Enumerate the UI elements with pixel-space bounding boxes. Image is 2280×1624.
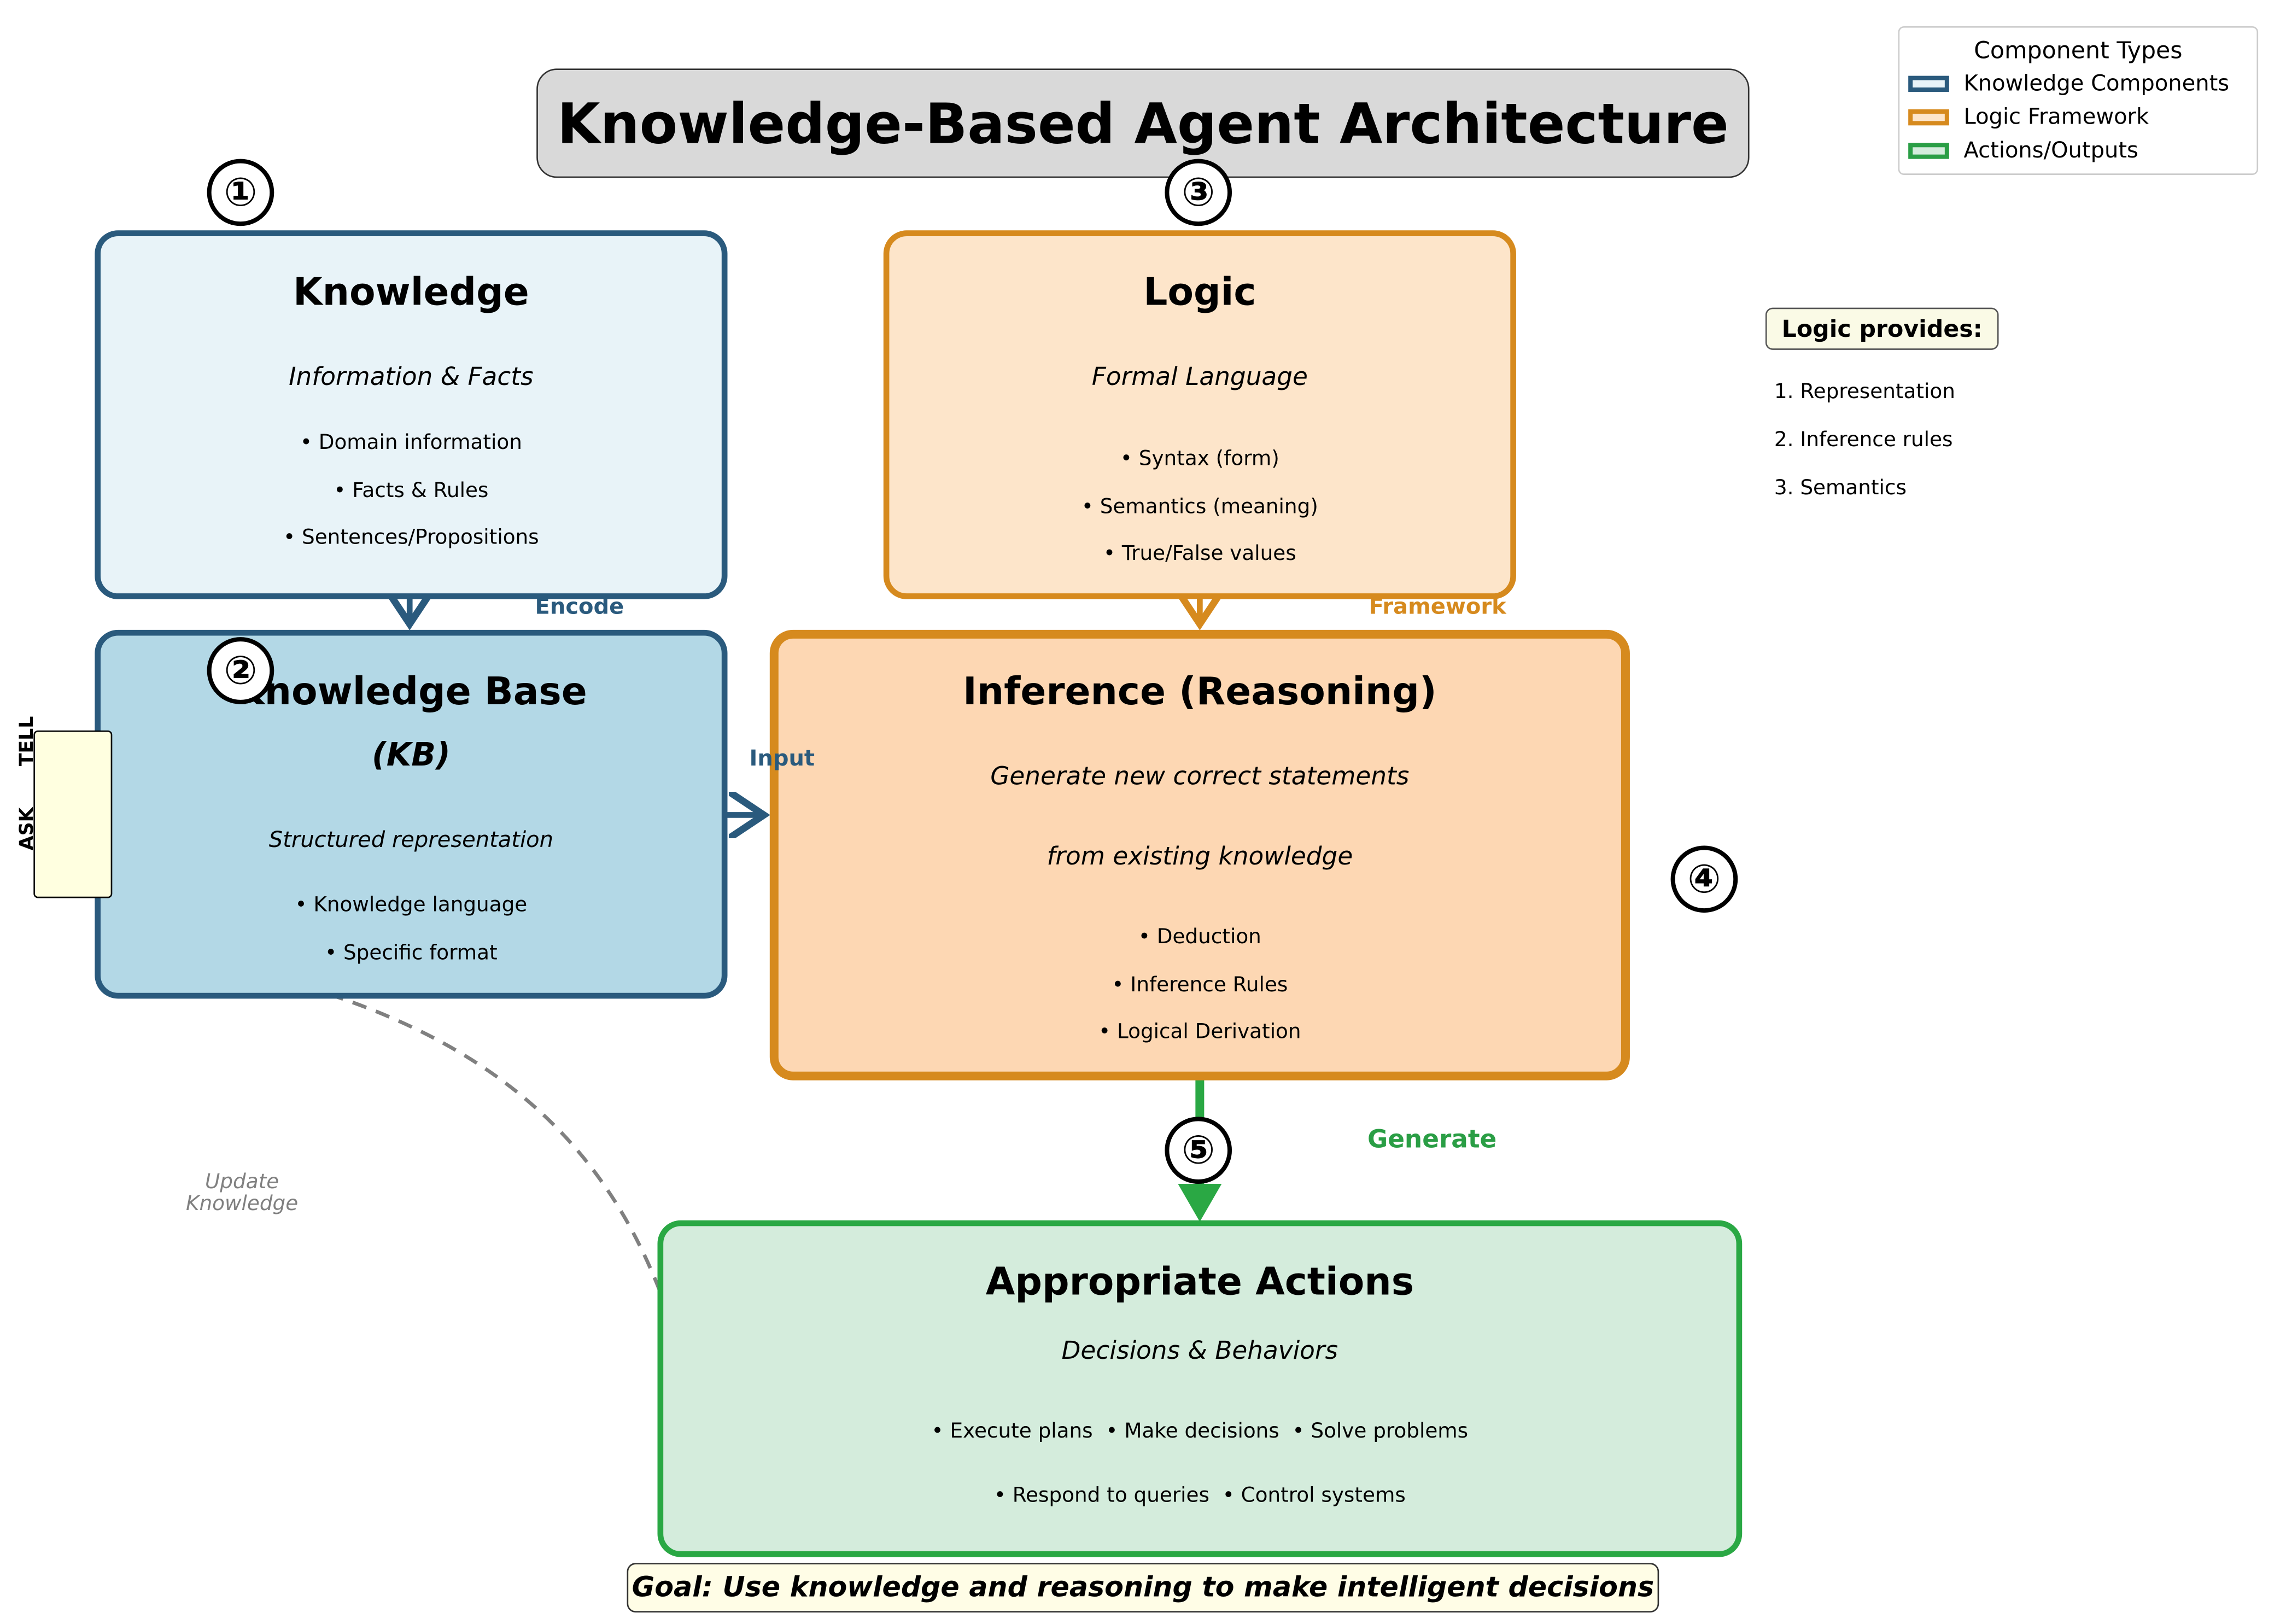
encode-label: Encode (535, 593, 624, 620)
page-title: Knowledge-Based Agent Architecture (557, 91, 1729, 155)
input-label: Input (749, 745, 815, 772)
actions-line: • Execute plans • Make decisions • Solve… (931, 1419, 1469, 1444)
inference-item: • Inference Rules (1112, 974, 1288, 997)
logic-box: Logic Formal Language • Syntax (form) • … (883, 230, 1516, 599)
knowledge-base-item: • Specific format (325, 942, 498, 966)
inference-subtitle-line1: Generate new correct statements (990, 762, 1410, 792)
knowledge-base-abbrev: (KB) (371, 738, 451, 774)
logic-subtitle: Formal Language (1091, 363, 1308, 393)
actions-title: Appropriate Actions (985, 1261, 1414, 1305)
legend-item-actions: Actions/Outputs (1908, 134, 2256, 167)
step-number-5: ⑤ (1165, 1117, 1232, 1184)
step-number-1: ① (207, 159, 274, 226)
legend-title: Component Types (1974, 36, 2183, 65)
update-knowledge-line2: Knowledge (185, 1193, 299, 1216)
knowledge-base-subtitle: Structured representation (268, 826, 553, 853)
goal-banner: Goal: Use knowledge and reasoning to mak… (627, 1563, 1659, 1613)
tell-ask-interface (33, 730, 113, 898)
logic-provides-badge: Logic provides: (1765, 307, 1999, 350)
inference-box: Inference (Reasoning) Generate new corre… (769, 629, 1630, 1080)
logic-provides-title: Logic provides: (1781, 314, 1983, 343)
legend-swatch-actions (1908, 143, 1949, 159)
knowledge-base-box: Knowledge Base (KB) Structured represent… (95, 629, 728, 999)
title-banner: Knowledge-Based Agent Architecture (536, 68, 1750, 178)
step-number-4: ④ (1670, 845, 1738, 913)
goal-text: Goal: Use knowledge and reasoning to mak… (632, 1572, 1655, 1604)
generate-label: Generate (1367, 1125, 1497, 1155)
logic-item: • True/False values (1103, 542, 1296, 566)
inference-title: Inference (Reasoning) (963, 670, 1437, 715)
legend: Component Types Knowledge Components Log… (1898, 26, 2259, 175)
update-knowledge-arrow (251, 972, 693, 1386)
inference-item: • Logical Derivation (1098, 1020, 1301, 1044)
knowledge-box: Knowledge Information & Facts • Domain i… (95, 230, 728, 599)
inference-subtitle-line2: from existing knowledge (1047, 843, 1353, 872)
logic-provides-item: 3. Semantics (1774, 476, 1907, 500)
knowledge-item: • Facts & Rules (334, 480, 489, 503)
knowledge-title: Knowledge (293, 271, 529, 315)
knowledge-item: • Domain information (300, 431, 522, 455)
update-knowledge-label: Update Knowledge (155, 1171, 330, 1216)
inference-item: • Deduction (1138, 926, 1261, 949)
tell-label: TELL (16, 716, 39, 767)
step-number-3: ③ (1165, 159, 1232, 226)
actions-box: Appropriate Actions Decisions & Behavior… (657, 1220, 1743, 1557)
knowledge-base-title-suffix: nowledge Base (264, 670, 587, 715)
update-knowledge-line1: Update (204, 1171, 279, 1194)
actions-line: • Respond to queries • Control systems (993, 1484, 1406, 1508)
knowledge-subtitle: Information & Facts (289, 363, 534, 393)
logic-item: • Syntax (form) (1120, 447, 1279, 471)
logic-provides-item: 1. Representation (1774, 380, 1955, 404)
ask-label: ASK (16, 807, 39, 851)
logic-provides-item: 2. Inference rules (1774, 428, 1953, 452)
knowledge-base-title: Knowledge Base (101, 670, 722, 714)
logic-title: Logic (1143, 271, 1256, 315)
legend-item-knowledge: Knowledge Components (1908, 67, 2256, 101)
step-number-2: ② (207, 637, 274, 704)
legend-item-logic: Logic Framework (1908, 101, 2256, 134)
logic-item: • Semantics (meaning) (1081, 495, 1318, 519)
legend-swatch-knowledge (1908, 75, 1949, 92)
actions-subtitle: Decisions & Behaviors (1061, 1336, 1338, 1366)
framework-label: Framework (1369, 593, 1506, 620)
knowledge-item: • Sentences/Propositions (283, 526, 539, 550)
legend-swatch-logic (1908, 109, 1949, 126)
generate-arrow-head (1178, 1184, 1222, 1222)
knowledge-base-item: • Knowledge language (295, 893, 528, 918)
